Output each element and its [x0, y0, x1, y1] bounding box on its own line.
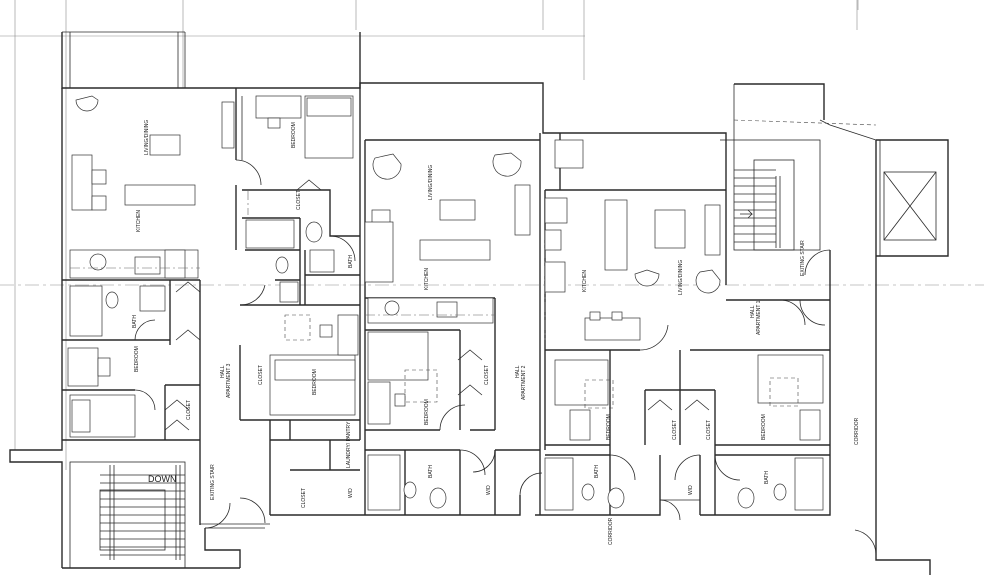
furniture	[67, 95, 824, 511]
room-label-bath-3b: BATH	[348, 255, 354, 268]
door-swings	[134, 159, 877, 556]
room-label-bedroom-1b: BEDROOM	[761, 414, 767, 440]
exit-stair-lower: DOWN	[69, 461, 186, 569]
room-label-closet-3a: CLOSET	[296, 190, 302, 210]
room-label-wd-3: W/D	[348, 488, 354, 498]
exterior-walls	[9, 31, 949, 575]
grid-lines	[0, 0, 984, 470]
room-label-closet-1b: CLOSET	[706, 420, 712, 440]
room-label-hall-2: HALL	[515, 365, 521, 378]
room-label-bedroom-3a: BEDROOM	[291, 122, 297, 148]
room-label-kitchen-3: KITCHEN	[136, 210, 142, 232]
room-label-wd-2: W/D	[486, 485, 492, 495]
room-label-closet-3d: CLOSET	[301, 488, 307, 508]
room-label-corridor-lower: CORRIDOR	[608, 517, 614, 545]
room-label-kitchen-1: KITCHEN	[582, 270, 588, 292]
room-label-bedroom-3b: BEDROOM	[134, 346, 140, 372]
room-label-bath-1a: BATH	[594, 465, 600, 478]
room-label-bedroom-3c: BEDROOM	[312, 369, 318, 395]
room-label-closet-3b: CLOSET	[186, 400, 192, 420]
room-label-closet-3c: CLOSET	[258, 365, 264, 385]
room-label-kitchen-2: KITCHEN	[424, 268, 430, 290]
room-label-corridor-right: CORRIDOR	[854, 417, 860, 445]
room-label-laundry: LAUNDRY/ PANTRY	[346, 421, 352, 468]
room-label-apartment-3: APARTMENT 3	[226, 363, 232, 398]
room-label-closet-1a: CLOSET	[672, 420, 678, 440]
apartment-3-walls	[62, 88, 361, 525]
room-label-bedroom-1a: BEDROOM	[606, 414, 612, 440]
room-labels: LIVING/DINING LIVING/DINING LIVING/DININ…	[132, 120, 860, 545]
room-label-bath-3a: BATH	[132, 315, 138, 328]
room-label-exiting-stair-lower: EXITING STAIR	[210, 464, 216, 500]
room-label-living-dining-2: LIVING/DINING	[428, 165, 434, 200]
room-label-apartment-2: APARTMENT 2	[521, 365, 527, 400]
room-label-bedroom-2: BEDROOM	[424, 399, 430, 425]
room-label-closet-2: CLOSET	[484, 365, 490, 385]
room-label-wd-1: W/D	[688, 485, 694, 495]
stair-direction-label: DOWN	[148, 474, 177, 484]
room-label-exiting-stair-upper: EXITING STAIR	[800, 240, 806, 276]
dashed-lines	[70, 190, 546, 340]
room-label-hall-1: HALL	[750, 305, 756, 318]
room-label-bath-2: BATH	[428, 465, 434, 478]
room-label-bath-1b: BATH	[764, 471, 770, 484]
room-label-hall-3: HALL	[220, 365, 226, 378]
room-label-apartment-1: APARTMENT 1	[756, 300, 762, 335]
room-label-living-dining-3: LIVING/DINING	[144, 120, 150, 155]
exit-stair-upper	[720, 119, 877, 251]
elevator-shaft	[883, 171, 937, 241]
room-label-living-dining-1: LIVING/DINING	[678, 260, 684, 295]
